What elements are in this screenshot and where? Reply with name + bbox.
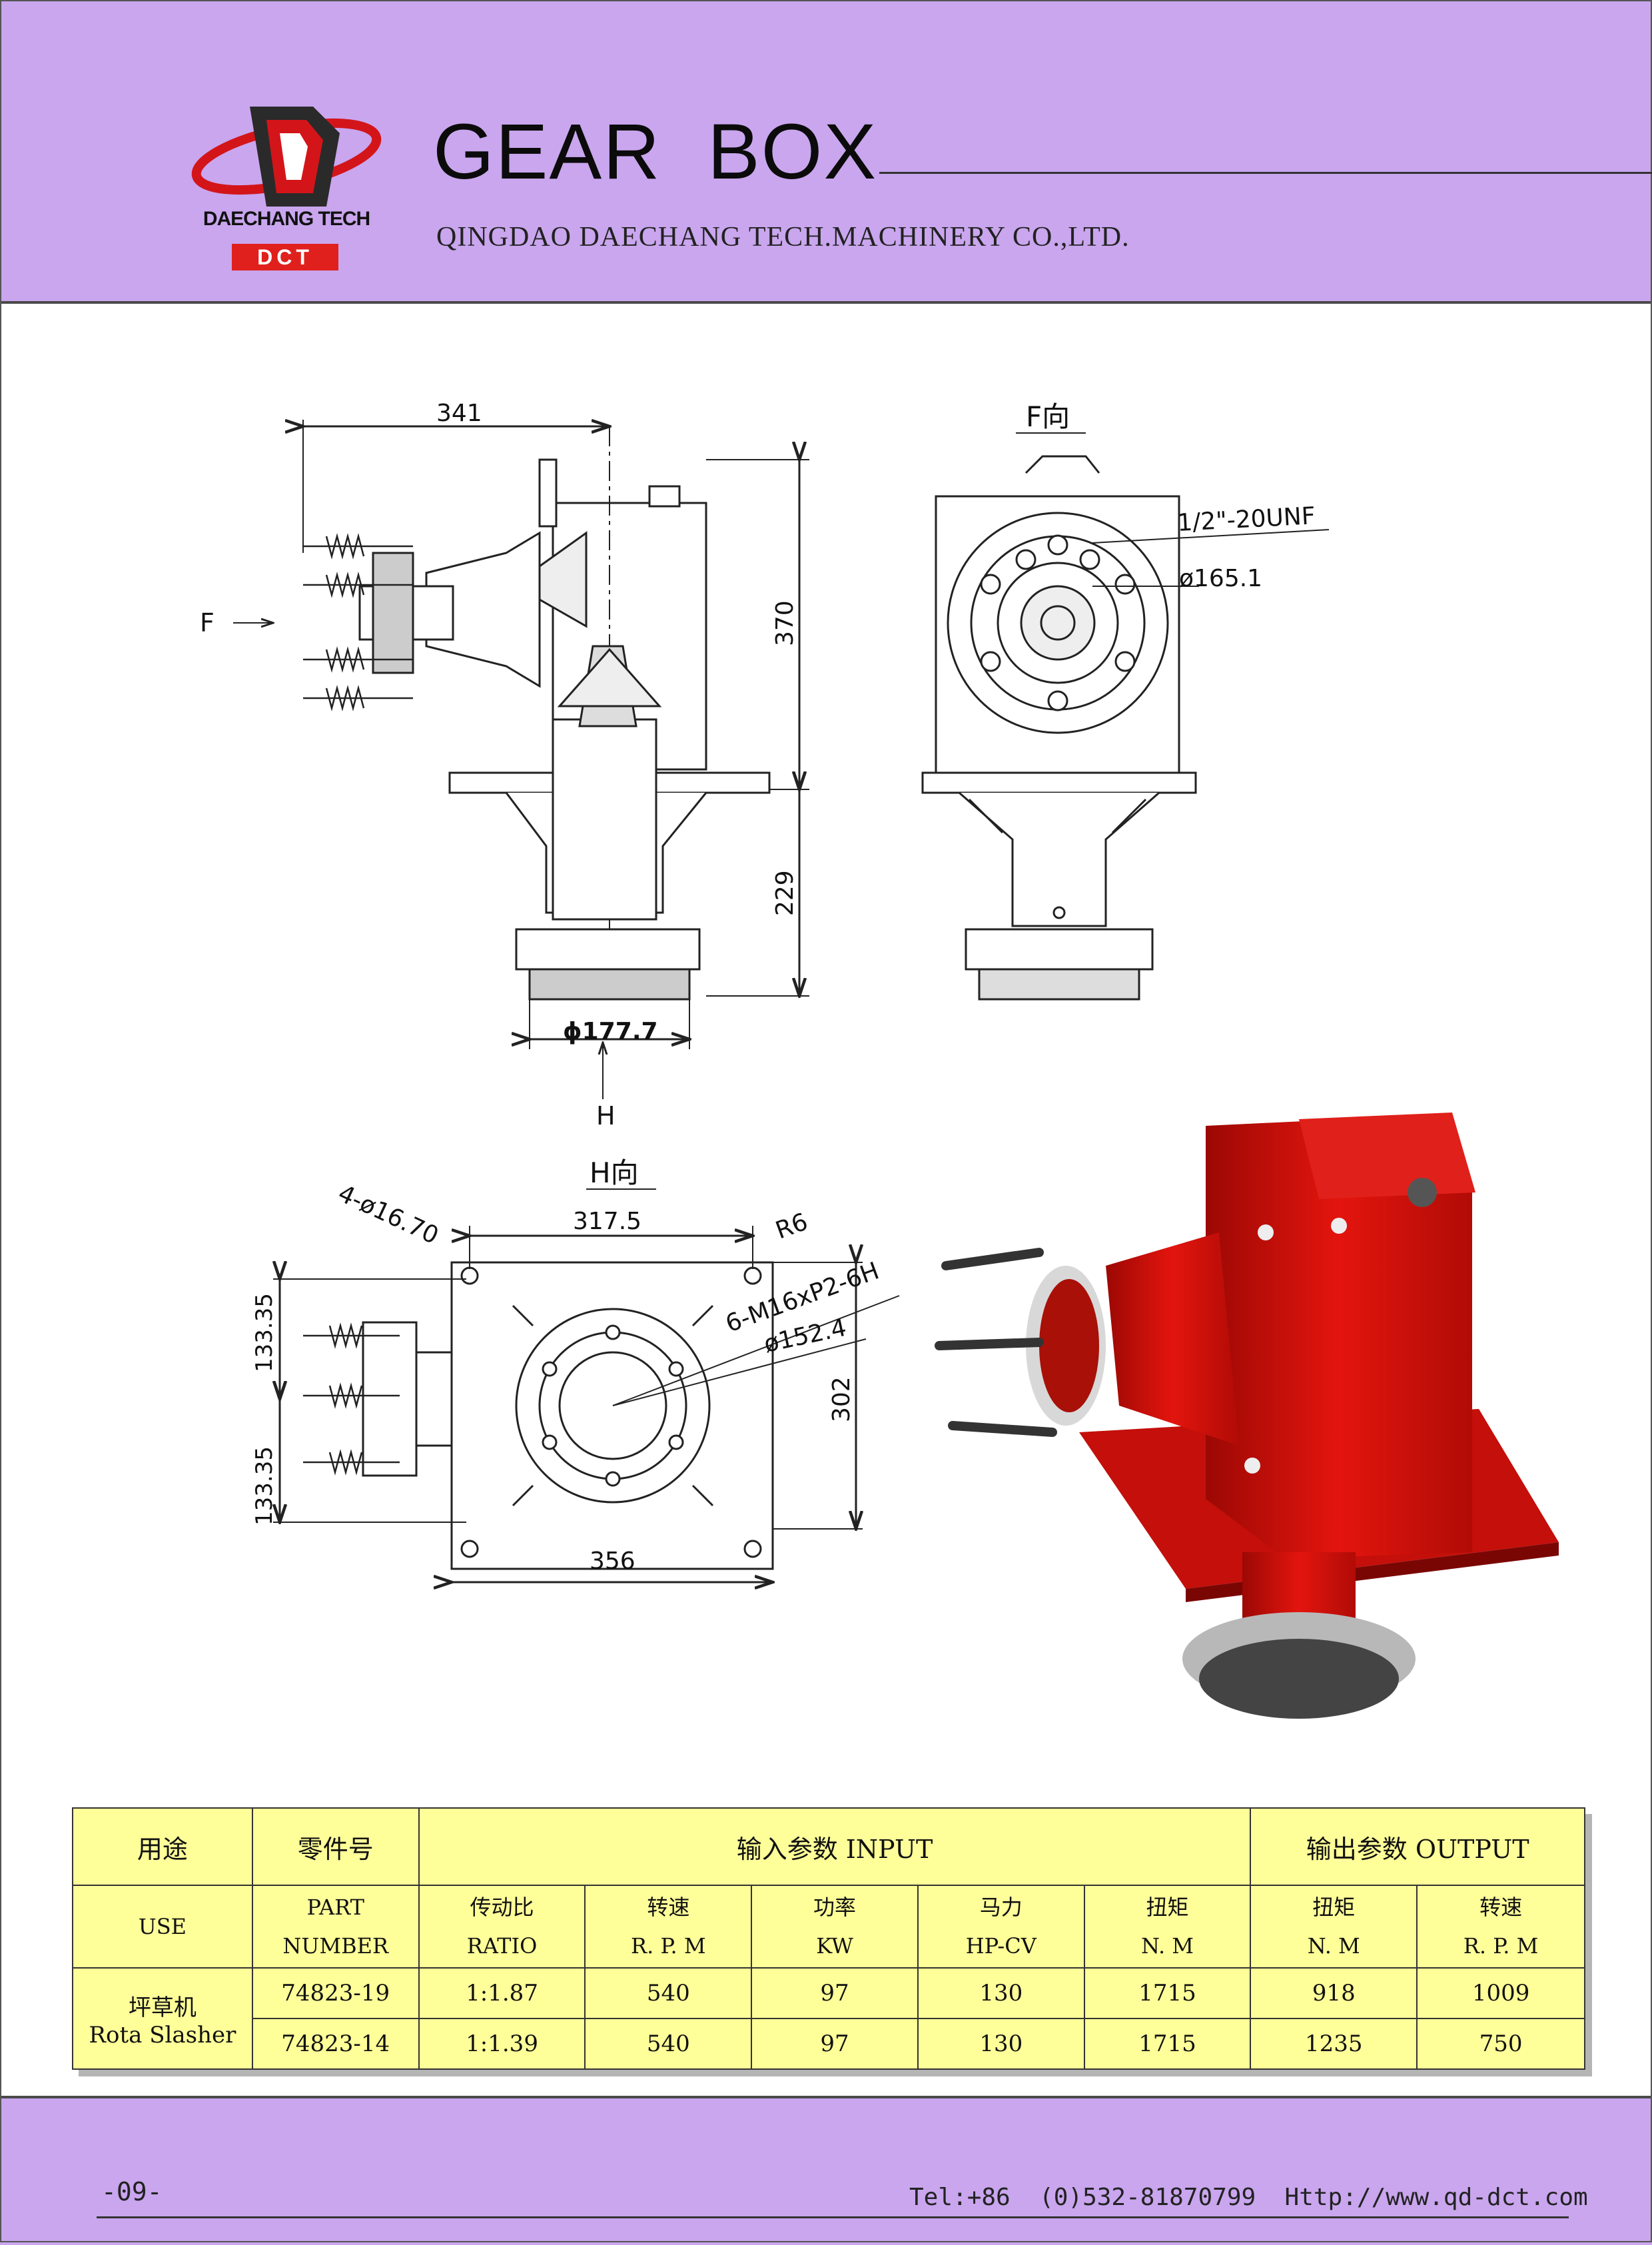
footer-rule xyxy=(97,2216,1569,2218)
table-row: 74823-14 1:1.39 540 97 130 1715 1235 750 xyxy=(73,2018,1585,2070)
h-view-title: H向 xyxy=(590,1156,639,1189)
h-view-left-upper: 133.35 xyxy=(251,1293,278,1372)
hdr-torque-out-cn: 扭矩 xyxy=(1312,1895,1356,1920)
table-header-row-1: 用途 零件号 输入参数 INPUT 输出参数 OUTPUT xyxy=(72,1807,1585,1886)
logo-text: DAECHANG TECH xyxy=(203,208,370,230)
cell-rpm-out: 1009 xyxy=(1416,1967,1585,2019)
gearbox-render xyxy=(935,1113,1559,1719)
cell-hp: 130 xyxy=(917,2018,1085,2070)
spec-table: 用途 零件号 输入参数 INPUT 输出参数 OUTPUT USE PART NU… xyxy=(72,1807,1585,2070)
dct-logo-icon xyxy=(191,107,382,207)
hdr-torque-in-en: N. M xyxy=(1140,1933,1194,1959)
hdr-use-en: USE xyxy=(72,1885,253,1969)
hdr-rpm-in-en: R. P. M xyxy=(631,1933,706,1959)
hdr-rpm-out-cn: 转速 xyxy=(1479,1895,1523,1920)
footer-band xyxy=(0,2096,1652,2245)
hdr-part-cn: 零件号 xyxy=(251,1807,420,1886)
h-view-holes: 4-ø16.70 xyxy=(334,1180,442,1250)
h-view-height-302: 302 xyxy=(828,1376,855,1422)
h-view-left-lower: 133.35 xyxy=(251,1446,278,1526)
hdr-hp-cn: 马力 xyxy=(979,1895,1023,1920)
hdr-rpm-out: 转速 R. P. M xyxy=(1416,1885,1585,1969)
contact-info: Tel:+86 (0)532-81870799 Http://www.qd-dc… xyxy=(909,2184,1588,2211)
cell-kw: 97 xyxy=(751,1967,919,2019)
hdr-part-en-1: PART xyxy=(306,1895,365,1920)
hdr-use-cn: 用途 xyxy=(72,1807,253,1886)
h-view-width-top: 317.5 xyxy=(573,1208,641,1235)
h-direction-view xyxy=(273,1188,900,1582)
cell-torque-out: 1235 xyxy=(1250,2018,1418,2070)
f-view-title: F向 xyxy=(1026,400,1070,433)
hdr-ratio-en: RATIO xyxy=(466,1933,538,1959)
hdr-hp-en: HP-CV xyxy=(965,1933,1036,1959)
hdr-kw-cn: 功率 xyxy=(813,1895,857,1920)
dim-height-370: 370 xyxy=(771,600,799,646)
hdr-part-en-2: NUMBER xyxy=(282,1933,389,1959)
hdr-output: 输出参数 OUTPUT xyxy=(1250,1807,1585,1886)
company-name: QINGDAO DAECHANG TECH.MACHINERY CO.,LTD. xyxy=(436,222,1130,252)
arrow-h-label: H xyxy=(596,1101,616,1130)
table-header-row-2: USE PART NUMBER 传动比 RATIO 转速 R. P. M 功率 KW 马… xyxy=(72,1885,1585,1969)
hdr-kw-en: KW xyxy=(816,1933,853,1959)
side-section-view xyxy=(233,420,809,1099)
hdr-torque-in: 扭矩 N. M xyxy=(1083,1885,1252,1969)
cell-ratio: 1:1.39 xyxy=(418,2018,586,2070)
hdr-torque-in-cn: 扭矩 xyxy=(1146,1895,1189,1920)
cell-use-en: Rota Slasher xyxy=(89,2021,236,2048)
cell-kw: 97 xyxy=(751,2018,919,2070)
hdr-torque-out: 扭矩 N. M xyxy=(1250,1885,1418,1969)
h-view-width-356: 356 xyxy=(590,1548,635,1575)
hdr-kw: 功率 KW xyxy=(751,1885,919,1969)
f-direction-view xyxy=(921,432,1330,1001)
hdr-hp: 马力 HP-CV xyxy=(917,1885,1085,1969)
cell-use-cn: 坪草机 xyxy=(128,1994,197,2021)
h-view-radius: R6 xyxy=(772,1208,811,1245)
page-title: GEAR BOX xyxy=(433,108,878,196)
cell-rpm-in: 540 xyxy=(584,2018,753,2070)
hdr-ratio: 传动比 RATIO xyxy=(418,1885,586,1969)
cell-torque-in: 1715 xyxy=(1083,2018,1252,2070)
cell-ratio: 1:1.87 xyxy=(418,1967,586,2019)
hdr-ratio-cn: 传动比 xyxy=(470,1895,534,1920)
page-number: -09- xyxy=(101,2177,163,2206)
logo-badge: DCT xyxy=(232,244,338,270)
cell-part: 74823-19 xyxy=(251,1967,420,2019)
title-underline xyxy=(879,172,1652,174)
hdr-input: 输入参数 INPUT xyxy=(418,1807,1252,1886)
cell-hp: 130 xyxy=(917,1967,1085,2019)
cell-torque-in: 1715 xyxy=(1083,1967,1252,2019)
hdr-rpm-out-en: R. P. M xyxy=(1463,1933,1539,1959)
cell-torque-out: 918 xyxy=(1250,1967,1418,2019)
cell-rpm-out: 750 xyxy=(1416,2018,1585,2070)
hdr-torque-out-en: N. M xyxy=(1307,1933,1360,1959)
dim-height-229: 229 xyxy=(771,870,799,916)
f-view-dia: ø165.1 xyxy=(1179,565,1262,592)
arrow-f-label: F xyxy=(200,608,214,638)
cell-part: 74823-14 xyxy=(251,2018,420,2070)
cell-rpm-in: 540 xyxy=(584,1967,753,2019)
dim-output-dia: ϕ177.7 xyxy=(563,1018,658,1045)
hdr-rpm-in: 转速 R. P. M xyxy=(584,1885,753,1969)
hdr-part-en: PART NUMBER xyxy=(251,1885,420,1969)
technical-drawings: 341 370 229 ϕ177.7 F H F向 1/2"-20UNF ø16… xyxy=(200,400,1559,1719)
hdr-rpm-in-cn: 转速 xyxy=(647,1895,690,1920)
dim-width-341: 341 xyxy=(436,400,482,427)
